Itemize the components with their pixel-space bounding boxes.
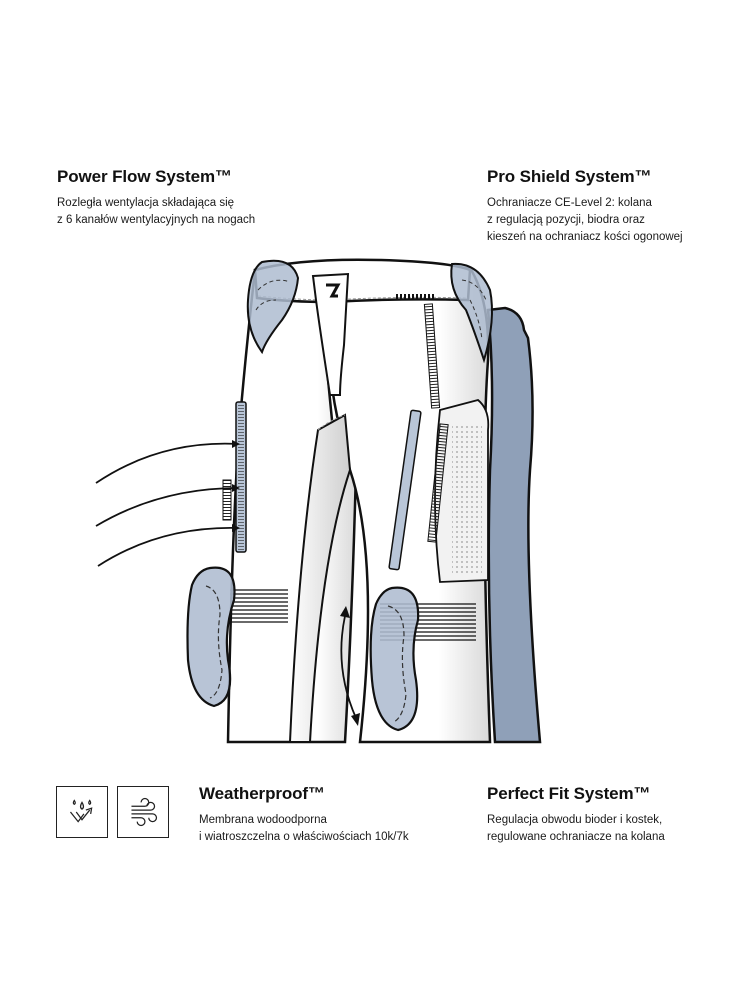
feature-description: Rozległa wentylacja składająca się z 6 k… [57,195,255,229]
knee-ribbing-left [230,589,288,623]
description-line: kieszeń na ochraniacz kości ogonowej [487,231,683,243]
feature-description: Ochraniacze CE-Level 2: kolana z regulac… [487,195,683,246]
feature-perfect-fit: Perfect Fit System™ Regulacja obwodu bio… [487,784,665,846]
pants-illustration [95,258,542,744]
feature-description: Regulacja obwodu bioder i kostek, regulo… [487,812,665,846]
side-stretch-panel [486,306,542,744]
description-line: regulowane ochraniacze na kolana [487,831,665,843]
description-line: Ochraniacze CE-Level 2: kolana [487,197,652,209]
description-line: z regulacją pozycji, biodra oraz [487,214,645,226]
description-line: Membrana wodoodporna [199,814,327,826]
hip-zipper [423,303,441,409]
waterproof-icon [56,786,108,838]
knee-armor-left [186,566,236,708]
description-line: i wiatroszczelna o właściwościach 10k/7k [199,831,409,843]
feature-title: Weatherproof™ [199,784,325,803]
hip-armor-left [246,259,300,355]
description-line: Rozległa wentylacja składająca się [57,197,235,209]
feature-power-flow: Power Flow System™ Rozległa wentylacja s… [57,167,255,229]
feature-title: Power Flow System™ [57,167,232,186]
feature-title: Pro Shield System™ [487,167,652,186]
waist-adjuster [396,294,434,300]
feature-title: Perfect Fit System™ [487,784,651,803]
feature-description: Membrana wodoodporna i wiatroszczelna o … [199,812,409,846]
feature-pro-shield: Pro Shield System™ Ochraniacze CE-Level … [487,167,683,246]
brand-logo [326,283,341,298]
windproof-icon [117,786,169,838]
knee-adjust-arrow [340,615,357,719]
description-line: z 6 kanałów wentylacyjnych na nogach [57,214,256,226]
vent-zipper-right [388,409,422,571]
knee-armor-right [369,586,420,732]
feature-weatherproof: Weatherproof™ Membrana wodoodporna i wia… [199,784,409,846]
airflow-lines [95,442,239,567]
description-line: Regulacja obwodu bioder i kostek, [487,814,663,826]
